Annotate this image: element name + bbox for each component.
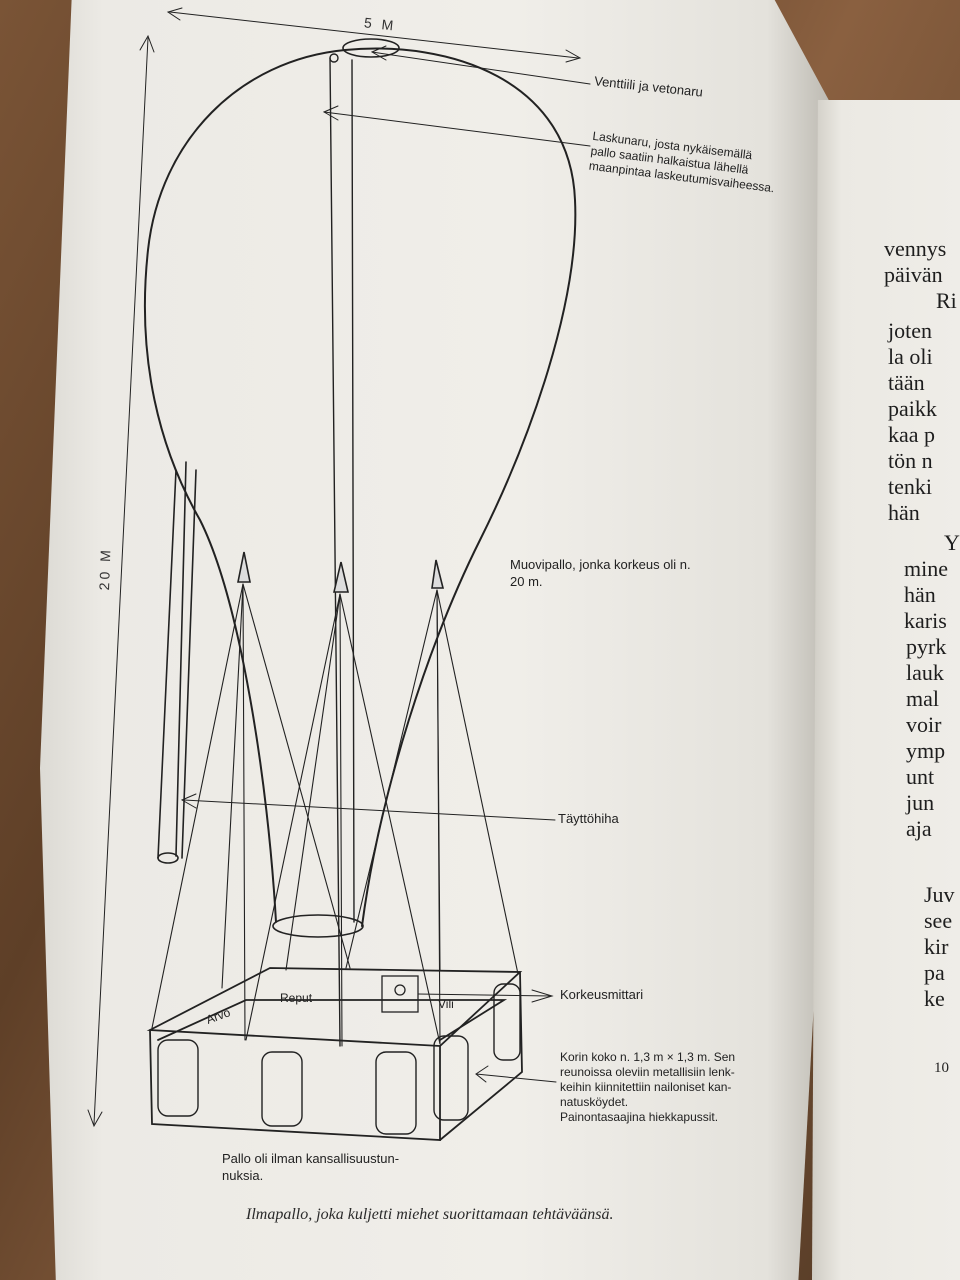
- basket-label: Korin koko n. 1,3 m × 1,3 m. Sen reunois…: [560, 1050, 736, 1124]
- basket: [146, 967, 523, 1141]
- sandbags: [157, 983, 521, 1135]
- right-page-line: pyrk: [906, 634, 947, 659]
- right-page-line: Juv: [924, 882, 955, 907]
- page-number: 10: [934, 1060, 949, 1076]
- basket-name-reput: Reput: [280, 991, 313, 1005]
- right-page-line: pa: [924, 960, 945, 985]
- right-page: [812, 100, 960, 1280]
- fill-hose: [157, 461, 556, 864]
- balloon-label: Muovipallo, jonka korkeus oli n. 20 m.: [510, 557, 691, 589]
- left-page: [40, 0, 830, 1280]
- altimeter-box: [381, 975, 554, 1013]
- basket-name-vili: Vili: [438, 997, 454, 1011]
- right-page-line: aja: [906, 816, 932, 841]
- right-page-line: vennys: [884, 236, 947, 261]
- right-page-line: mine: [904, 556, 948, 581]
- width-dimension-arrow: [166, 7, 582, 63]
- height-dimension-label: 20 M: [96, 546, 114, 591]
- right-page-line: tenki: [888, 474, 932, 499]
- right-page-line: kaa p: [888, 422, 936, 447]
- right-page-line: paikk: [888, 396, 937, 421]
- altimeter-label: Korkeusmittari: [560, 987, 644, 1002]
- right-page-line: tön n: [888, 448, 933, 473]
- balloon-envelope: [143, 47, 577, 927]
- right-page-line: voir: [906, 712, 942, 737]
- fill-hose-label: Täyttöhiha: [558, 811, 619, 826]
- valve-top: [342, 38, 400, 58]
- right-page-line: karis: [904, 608, 947, 633]
- right-page-line: Ri: [936, 288, 957, 313]
- right-page-line: jun: [906, 790, 935, 815]
- right-page-line: hän: [904, 582, 936, 607]
- right-page-line: Y: [944, 530, 960, 555]
- right-page-line: mal: [906, 686, 939, 711]
- right-page-line: ke: [924, 986, 945, 1011]
- tie-points: [237, 551, 445, 593]
- right-page-line: ymp: [906, 738, 946, 763]
- internal-cords: [322, 45, 591, 1047]
- right-page-line: kir: [924, 934, 949, 959]
- right-page-line: lauk: [906, 660, 944, 685]
- figure-caption: Ilmapallo, joka kuljetti miehet suoritta…: [246, 1206, 614, 1223]
- basket-arrow: [475, 1065, 557, 1083]
- right-page-line: joten: [888, 318, 932, 343]
- right-page-line: hän: [888, 500, 920, 525]
- balloon-mouth: [272, 914, 364, 938]
- right-page-line: tään: [888, 370, 925, 395]
- no-markings-label: Pallo oli ilman kansallisuustun- nuksia.: [222, 1151, 400, 1183]
- right-page-line: see: [924, 908, 953, 933]
- suspension-ropes: [151, 583, 519, 1047]
- right-page-line: la oli: [888, 344, 933, 369]
- width-dimension-label: 5 M: [363, 14, 398, 34]
- right-page-line: päivän: [884, 262, 943, 287]
- right-page-line: unt: [906, 764, 935, 789]
- height-dimension-arrow: [87, 34, 155, 1128]
